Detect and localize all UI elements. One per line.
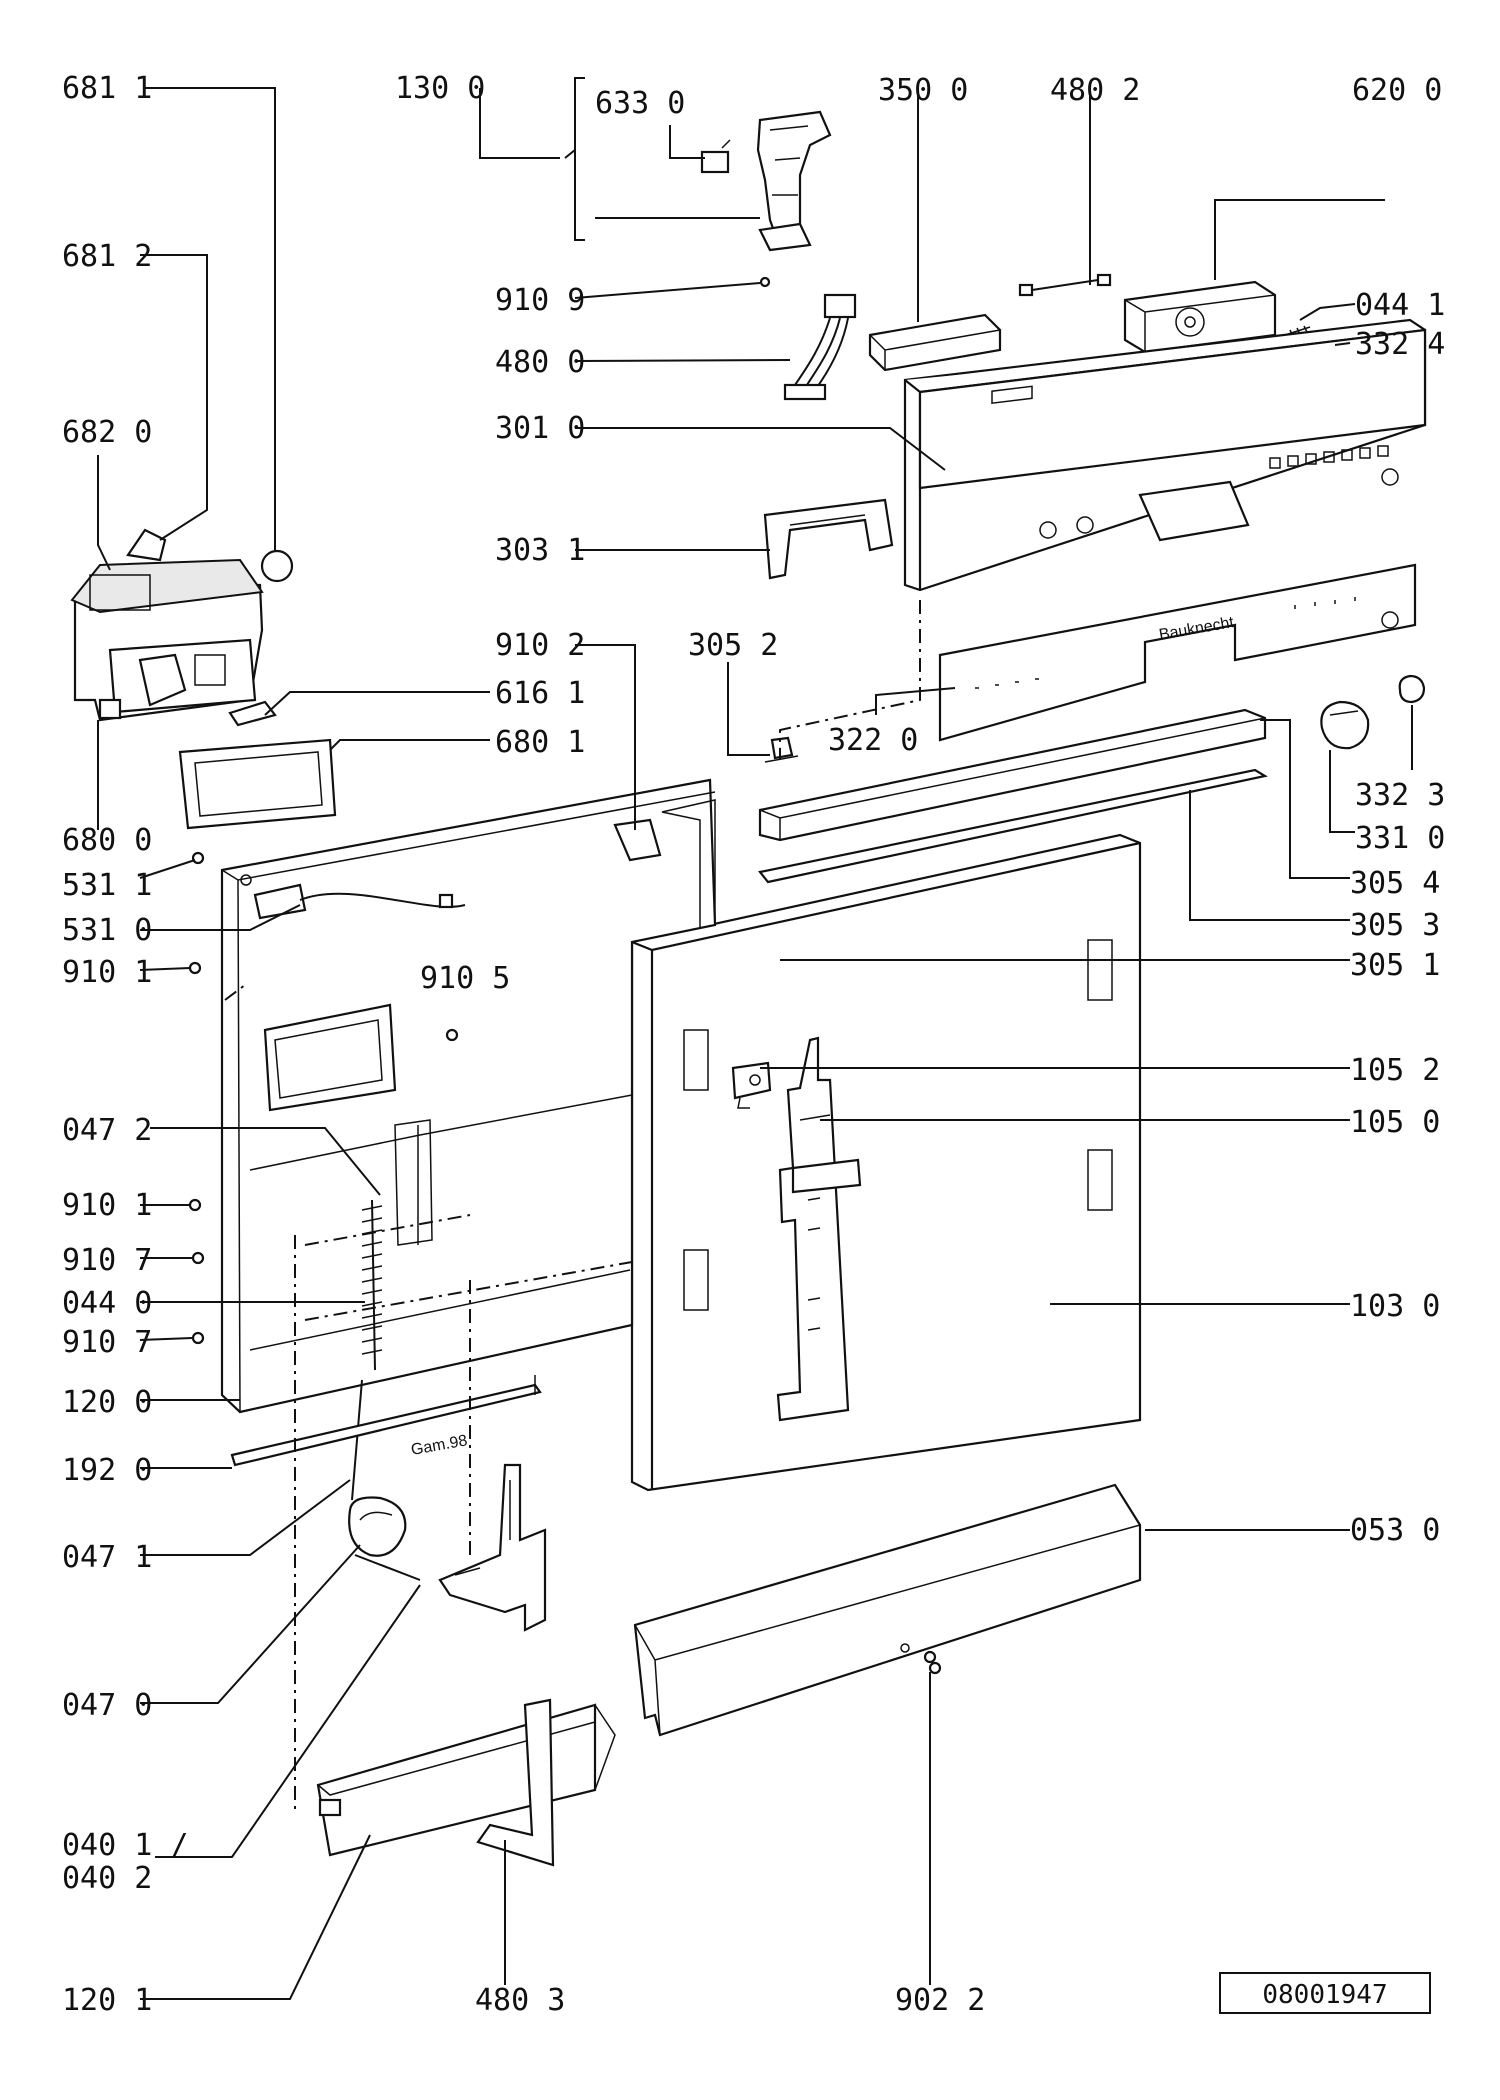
label-910-5: 910 5 (420, 961, 510, 996)
part-910-7-screw-b (191, 1331, 205, 1345)
label-332-4: 332 4 (1355, 327, 1445, 362)
part-910-1-screw-a (188, 961, 202, 975)
part-681-2-clip (126, 528, 167, 562)
label-910-9: 910 9 (495, 283, 585, 318)
label-047-2: 047 2 (62, 1113, 152, 1148)
label-044-1: 044 1 (1355, 288, 1445, 323)
document-number: 08001947 (1262, 1980, 1387, 2010)
part-120-0-inner-door (220, 778, 717, 1414)
part-303-1-handle (763, 498, 894, 580)
part-332-3-knob (1398, 674, 1426, 704)
part-480-2-cable (1018, 273, 1112, 297)
part-480-3-bracket (476, 1698, 555, 1867)
label-047-1: 047 1 (62, 1540, 152, 1575)
part-120-1-kick-plate (316, 1703, 616, 1857)
label-680-0: 680 0 (62, 823, 152, 858)
part-480-0-wiring (783, 293, 857, 401)
part-105-0-bracket (776, 1036, 862, 1422)
label-332-3: 332 3 (1355, 778, 1445, 813)
label-105-2: 105 2 (1350, 1053, 1440, 1088)
leader-lines (97, 77, 1413, 2000)
label-305-3: 305 3 (1350, 908, 1440, 943)
label-680-1: 680 1 (495, 725, 585, 760)
part-305-4-rail (758, 708, 1267, 842)
label-130-0: 130 0 (395, 71, 485, 106)
label-105-0: 105 0 (1350, 1105, 1440, 1140)
label-053-0: 053 0 (1350, 1513, 1440, 1548)
part-door-lock (756, 110, 832, 252)
part-910-1-screw-b (188, 1198, 202, 1212)
part-910-5-screw (445, 1028, 459, 1042)
label-531-1: 531 1 (62, 868, 152, 903)
assembly-line-5 (304, 1261, 633, 1321)
label-681-2: 681 2 (62, 239, 152, 274)
part-105-2-hinge (731, 1061, 772, 1109)
label-305-1: 305 1 (1350, 948, 1440, 983)
label-120-0: 120 0 (62, 1385, 152, 1420)
label-910-1-a: 910 1 (62, 955, 152, 990)
part-680-1-gasket (178, 738, 337, 830)
part-910-9-screw (759, 276, 771, 288)
part-dispenser-assembly (70, 558, 264, 722)
label-531-0: 531 0 (62, 913, 152, 948)
label-480-0: 480 0 (495, 345, 585, 380)
label-902-2: 902 2 (895, 1983, 985, 2018)
indicator-lights-row (1269, 445, 1389, 469)
part-103-0-outer-door (630, 833, 1142, 1492)
label-322-0: 322 0 (828, 723, 918, 758)
label-633-0: 633 0 (595, 86, 685, 121)
label-480-2: 480 2 (1050, 73, 1140, 108)
label-192-0: 192 0 (62, 1453, 152, 1488)
part-044-0-spring (351, 1199, 383, 1501)
rail-marking-text: Gam.98 (410, 1432, 469, 1459)
document-number-box: 08001947 (1219, 1972, 1431, 2014)
label-301-0: 301 0 (495, 411, 585, 446)
part-053-0-bottom-bracket (633, 1483, 1142, 1737)
label-331-0: 331 0 (1355, 821, 1445, 856)
part-331-0-knob (1320, 700, 1370, 750)
label-616-1: 616 1 (495, 676, 585, 711)
label-040-1: 040 1 / (62, 1828, 188, 1863)
label-303-1: 303 1 (495, 533, 585, 568)
label-047-0: 047 0 (62, 1688, 152, 1723)
label-682-0: 682 0 (62, 415, 152, 450)
assembly-line-1 (779, 600, 921, 760)
part-910-7-screw-a (191, 1251, 205, 1265)
part-040-hinge-bracket (438, 1463, 547, 1632)
label-103-0: 103 0 (1350, 1289, 1440, 1324)
label-910-7-a: 910 7 (62, 1243, 152, 1278)
label-620-0: 620 0 (1352, 73, 1442, 108)
assembly-line-4 (224, 984, 246, 1001)
part-681-1-cap (260, 549, 294, 583)
label-305-2: 305 2 (688, 628, 778, 663)
part-616-1-latch (228, 700, 277, 727)
part-902-2-screw (923, 1650, 942, 1675)
label-480-3: 480 3 (475, 1983, 565, 2018)
label-305-4: 305 4 (1350, 866, 1440, 901)
part-301-0-control-panel (903, 318, 1427, 592)
part-531-1-screw (191, 851, 205, 865)
part-620-0-programmer (1123, 280, 1277, 354)
part-350-0-module (868, 313, 1002, 372)
label-910-7-b: 910 7 (62, 1325, 152, 1360)
label-350-0: 350 0 (878, 73, 968, 108)
label-044-0: 044 0 (62, 1286, 152, 1321)
label-910-1-b: 910 1 (62, 1188, 152, 1223)
part-633-0-microswitch (700, 139, 731, 174)
part-labels: 681 1 130 0 633 0 350 0 480 2 620 0 681 … (62, 71, 1445, 2018)
label-910-2: 910 2 (495, 628, 585, 663)
label-120-1: 120 1 (62, 1983, 152, 2018)
label-040-2: 040 2 (62, 1861, 152, 1896)
part-910-2-bracket (613, 818, 662, 862)
part-305-2-clip (764, 736, 799, 763)
label-681-1: 681 1 (62, 71, 152, 106)
part-305-3-rail (758, 768, 1268, 884)
part-047-0-clip (354, 1554, 421, 1581)
